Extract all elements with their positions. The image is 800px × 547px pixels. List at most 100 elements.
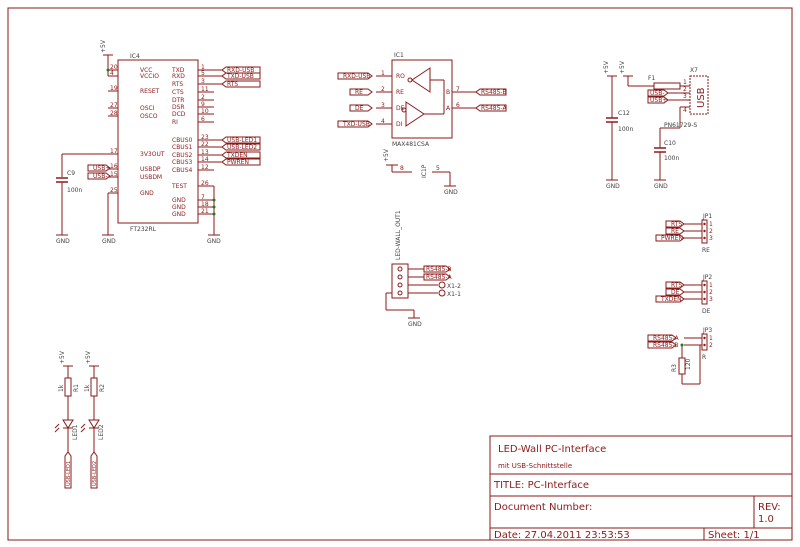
c9-capacitor[interactable]: C9 100n GND [56,153,118,245]
x7-usb-connector[interactable]: X7 USB PN61729-S 1 2 3 4 [664,67,709,129]
ic4-port-5[interactable]: TXDEN [221,151,261,159]
ic4-supply: +5V [100,39,118,77]
r2-value: 1k [84,384,91,392]
ic1-name: IC1 [394,52,404,59]
gnd-label-ic1p: GND [444,189,458,196]
gnd-label-ic4-right: GND [207,238,221,245]
jp1-name: JP1 [702,213,712,220]
rev-value: 1.0 [758,514,774,525]
ic4-pin-label-1: VCCIO [140,73,159,80]
ic4-port-4[interactable]: USB-LED2 [221,143,261,151]
ic1-port-1[interactable]: RE [349,88,373,96]
ic4-name: IC4 [130,53,140,60]
c12-capacitor[interactable]: +5V +5V C12 100n GND [603,60,633,190]
c10-name: C10 [664,140,676,147]
jp1-port-1[interactable]: RE [665,227,685,235]
r1-supply-label: +5V [59,350,66,364]
jp3-value: R [702,354,706,361]
jp2-port-2[interactable]: TXDEN [655,295,685,303]
ic1-pin-num-2: 3 [381,102,385,109]
ic1-port-2[interactable]: DE [349,104,373,112]
ic4-rpin-label-2: RTS [172,81,183,88]
led-wall-connector[interactable]: LED-WALL_OUT1 GND X1-2 X1-1 RS485-B RS48… [385,210,461,328]
jp2-port-0[interactable]: RTS [665,281,685,289]
ic1-port-3-label: TXD-USB [342,121,370,128]
ic4-port-2-label: RTS [227,81,238,88]
jp1-port-0[interactable]: RTS [665,220,685,228]
r3-resistor[interactable]: R3 120 [671,350,700,385]
rev-label: REV: [758,502,781,513]
x7-port-usb-plus: USB+ [650,97,667,104]
jp3-port-1[interactable]: RS485-B [647,341,679,349]
r2-name: R2 [99,384,106,392]
gnd-label-c9: GND [56,238,70,245]
ic4-port-usb-minus-label: USB- [93,173,107,180]
f1-name: F1 [648,75,655,82]
date-text: Date: 27.04.2011 23:53:53 [494,530,630,541]
ic4-port-usb-minus[interactable]: USB- [87,172,111,180]
ic4-pin-num-2: 19 [110,85,118,92]
ic4-port-6[interactable]: PWREN [221,158,261,166]
jp2-pin-0: 1 [709,282,713,289]
led2-port-label: USB-LED2 [92,461,98,486]
ic4-port-6-label: PWREN [227,159,249,166]
ic4-ports: RXD-USBTXD-USBRTSUSB-LED1USB-LED2TXDENPW… [87,66,261,180]
ic4-supply-label: +5V [100,39,107,53]
x7-port-usb-minus: USB- [650,90,664,97]
gnd-label-connector: GND [408,321,422,328]
ic4-pin-num-0: 20 [110,64,118,71]
jp2-port-0-label: RTS [671,282,682,289]
ic4-port-3[interactable]: USB-LED1 [221,136,261,144]
connector-net-x1-2: X1-2 [447,283,461,290]
ic1-port-3[interactable]: TXD-USB [337,120,373,128]
ic4-rpin-label-1: RXD [172,73,185,80]
jp3-port-0[interactable]: RS485-A [647,334,679,342]
jp3-port-0-label: RS485-A [653,335,679,342]
jp2-value: DE [702,308,711,315]
jp1-value: RE [702,247,710,254]
ic1-pin-num-3: 4 [381,118,385,125]
c10-value: 100n [664,155,679,162]
ic4-port-4-label: USB-LED2 [227,144,257,151]
jp2-pin-1: 2 [709,289,713,296]
led1-name: LED1 [72,424,79,440]
ic4-pin-label-5: 3V3OUT [140,151,165,158]
jp1-port-2[interactable]: PWREN [655,234,685,242]
connector-port-rs485a: RS485-A [426,274,452,281]
ic1-rport-0[interactable]: RS485-B [475,88,507,96]
r2-supply-label: +5V [85,350,92,364]
jp2-port-1[interactable]: DE [665,288,685,296]
c10-capacitor[interactable]: C10 100n GND [654,107,681,190]
ic4-port-usb-plus[interactable]: USB+ [87,164,111,172]
ic1-rport-1[interactable]: RS485-A [475,104,507,112]
ic4-port-1[interactable]: TXD-USB [221,72,261,80]
title-subline: mit USB-Schnittstelle [498,462,572,470]
ic4-rpin-label-16: GND [172,211,186,218]
jp1-port-1-label: RE [671,228,679,235]
x7-pin2: 2 [683,86,687,93]
ic4-pin-label-8: GND [140,190,154,197]
ic4-port-2[interactable]: RTS [221,80,261,88]
led1-port[interactable]: USB-LED1 [64,451,72,489]
jp3-name: JP3 [702,327,712,334]
ic1-rpin-num-1: 6 [456,102,460,109]
ic1-ports: RXD-USB RE DE TXD-USB RS485-B RS485-A [337,72,507,128]
sheet-text: Sheet: 1/1 [708,530,760,541]
ic4-port-1-label: TXD-USB [226,73,254,80]
f1-fuse[interactable]: F1 [628,75,681,90]
ic1-rpin-label-1: A [446,105,451,112]
connector-net-x1-1: X1-1 [447,291,461,298]
led2-port[interactable]: USB-LED2 [90,451,98,489]
ic1-port-0[interactable]: RXD-USB [337,72,373,80]
ic4-rpin-num-10: 13 [201,149,209,156]
c9-name: C9 [67,170,75,177]
title-headline: LED-Wall PC-Interface [498,444,606,455]
